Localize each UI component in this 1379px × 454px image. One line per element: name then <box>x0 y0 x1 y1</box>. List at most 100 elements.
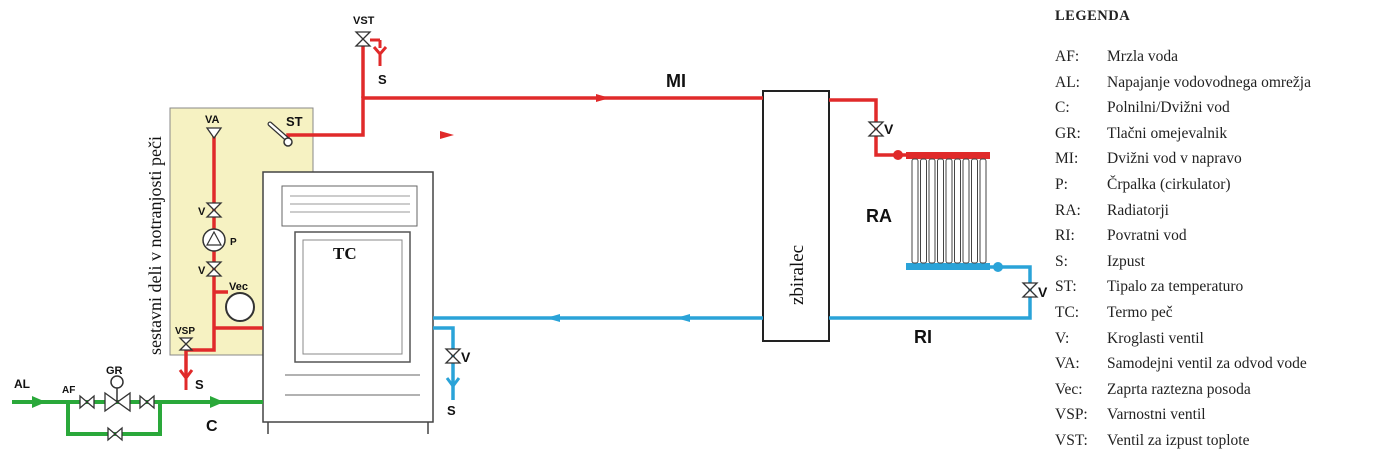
label-tc: TC <box>333 244 357 263</box>
valve-icon <box>1021 282 1039 298</box>
feed-pipes <box>12 400 263 436</box>
valve-icon <box>139 394 155 410</box>
legend-row: P: Črpalka (cirkulator) <box>1055 172 1375 198</box>
radiator-fin <box>928 158 936 264</box>
supply-arrow <box>596 94 610 102</box>
label-s: S <box>378 72 387 87</box>
drain-icons <box>178 38 461 396</box>
legend-desc: Mrzla voda <box>1107 48 1179 65</box>
return-arrow <box>546 314 560 322</box>
legend-desc: Kroglasti ventil <box>1107 329 1204 347</box>
air-vent-icon <box>205 127 223 140</box>
legend-row: VSP: Varnostni ventil <box>1055 402 1375 428</box>
radiator <box>906 152 990 270</box>
label-s: S <box>195 377 204 392</box>
stove-tc <box>262 171 434 434</box>
valve-icon <box>444 348 462 364</box>
legend-row: ST: Tipalo za temperaturo <box>1055 274 1375 300</box>
radiator-fin <box>920 158 927 264</box>
label-ri: RI <box>914 327 932 347</box>
legend-code: MI: <box>1055 150 1079 168</box>
legend-desc: Radiatorji <box>1107 201 1169 219</box>
legend-code: RA: <box>1055 201 1081 219</box>
heating-diagram: sestavni deli v notranjosti peči AL AF G… <box>12 15 1048 442</box>
label-mi: MI <box>666 71 686 91</box>
legend-desc: Zaprta raztezna posoda <box>1107 380 1251 398</box>
legend-code: AL: <box>1055 73 1080 91</box>
label-v: V <box>884 121 894 137</box>
legend-row: AL: Napajanje vodovodnega omrežja <box>1055 70 1375 96</box>
return-arrow <box>676 314 690 322</box>
legend-desc: Polnilni/Dvižni vod <box>1107 99 1230 117</box>
legend-desc: Dvižni vod v napravo <box>1107 150 1242 168</box>
supply-connector <box>893 150 903 160</box>
radiator-fin <box>954 158 961 264</box>
legend-code: S: <box>1055 252 1068 270</box>
pressure-reducer-gr <box>104 375 131 413</box>
legend-code: Vec: <box>1055 380 1083 398</box>
valve-icon <box>205 261 223 277</box>
legend-desc: Samodejni ventil za odvod vode <box>1107 355 1307 373</box>
legend-desc: Ventil za izpust toplote <box>1107 431 1250 449</box>
label-ra: RA <box>866 206 892 226</box>
label-s: S <box>447 403 456 418</box>
label-vsp: VSP <box>175 326 195 337</box>
legend-code: VA: <box>1055 355 1080 373</box>
legend-row: Vec: Zaprta raztezna posoda <box>1055 377 1375 403</box>
legend-code: AF: <box>1055 48 1080 65</box>
legend-row: S: Izpust <box>1055 249 1375 275</box>
label-st: ST <box>286 114 303 129</box>
label-p: P <box>230 237 237 248</box>
legend-desc: Izpust <box>1107 252 1145 270</box>
legend-code: VST: <box>1055 431 1088 449</box>
label-v: V <box>461 349 471 365</box>
radiator-fin <box>962 158 970 264</box>
legend-code: P: <box>1055 175 1068 193</box>
legend-code: C: <box>1055 99 1070 117</box>
legend-row: MI: Dvižni vod v napravo <box>1055 146 1375 172</box>
temperature-sensor-icon <box>267 121 293 147</box>
radiator-fin <box>979 158 987 264</box>
label-vec: Vec <box>229 281 248 293</box>
label-v: V <box>198 265 206 277</box>
legend-title: LEGENDA <box>1055 8 1131 24</box>
vsp-valve-icon <box>178 337 194 351</box>
label-v: V <box>1038 284 1048 300</box>
legend-desc: Termo peč <box>1107 303 1173 321</box>
legend-code: GR: <box>1055 124 1081 142</box>
radiator-fin <box>937 158 944 264</box>
legend-desc: Tipalo za temperaturo <box>1107 278 1244 296</box>
vst-valve-icon <box>354 31 372 47</box>
legend-desc: Črpalka (cirkulator) <box>1107 175 1231 193</box>
expansion-vessel-icon <box>225 292 255 322</box>
label-va: VA <box>205 114 220 126</box>
radiator-fin <box>911 158 919 264</box>
legend-row: RA: Radiatorji <box>1055 198 1375 224</box>
legend-row: C: Polnilni/Dvižni vod <box>1055 95 1375 121</box>
legend-row: AF: Mrzla voda <box>1055 44 1375 70</box>
legend-code: ST: <box>1055 278 1077 296</box>
label-v: V <box>198 206 206 218</box>
legend-row: V: Kroglasti ventil <box>1055 326 1375 352</box>
label-al: AL <box>14 377 30 391</box>
label-gr: GR <box>106 365 123 377</box>
legend-row: GR: Tlačni omejevalnik <box>1055 121 1375 147</box>
legend-desc: Napajanje vodovodnega omrežja <box>1107 73 1311 91</box>
legend-row: TC: Termo peč <box>1055 300 1375 326</box>
ball-valves <box>79 31 1039 442</box>
label-c: C <box>206 418 218 435</box>
legend-code: TC: <box>1055 303 1080 321</box>
feed-arrow <box>32 396 46 408</box>
feed-arrow <box>210 396 224 408</box>
legend-desc: Povratni vod <box>1107 227 1187 245</box>
label-vst: VST <box>353 15 375 27</box>
legend-row: VA: Samodejni ventil za odvod vode <box>1055 351 1375 377</box>
legend-code: VSP: <box>1055 406 1088 424</box>
radiator-fin <box>971 158 978 264</box>
legend-code: V: <box>1055 329 1070 347</box>
legend-desc: Varnostni ventil <box>1107 406 1206 424</box>
pump-icon <box>202 228 226 252</box>
legend-desc: Tlačni omejevalnik <box>1107 124 1228 142</box>
valve-icon <box>79 394 95 410</box>
